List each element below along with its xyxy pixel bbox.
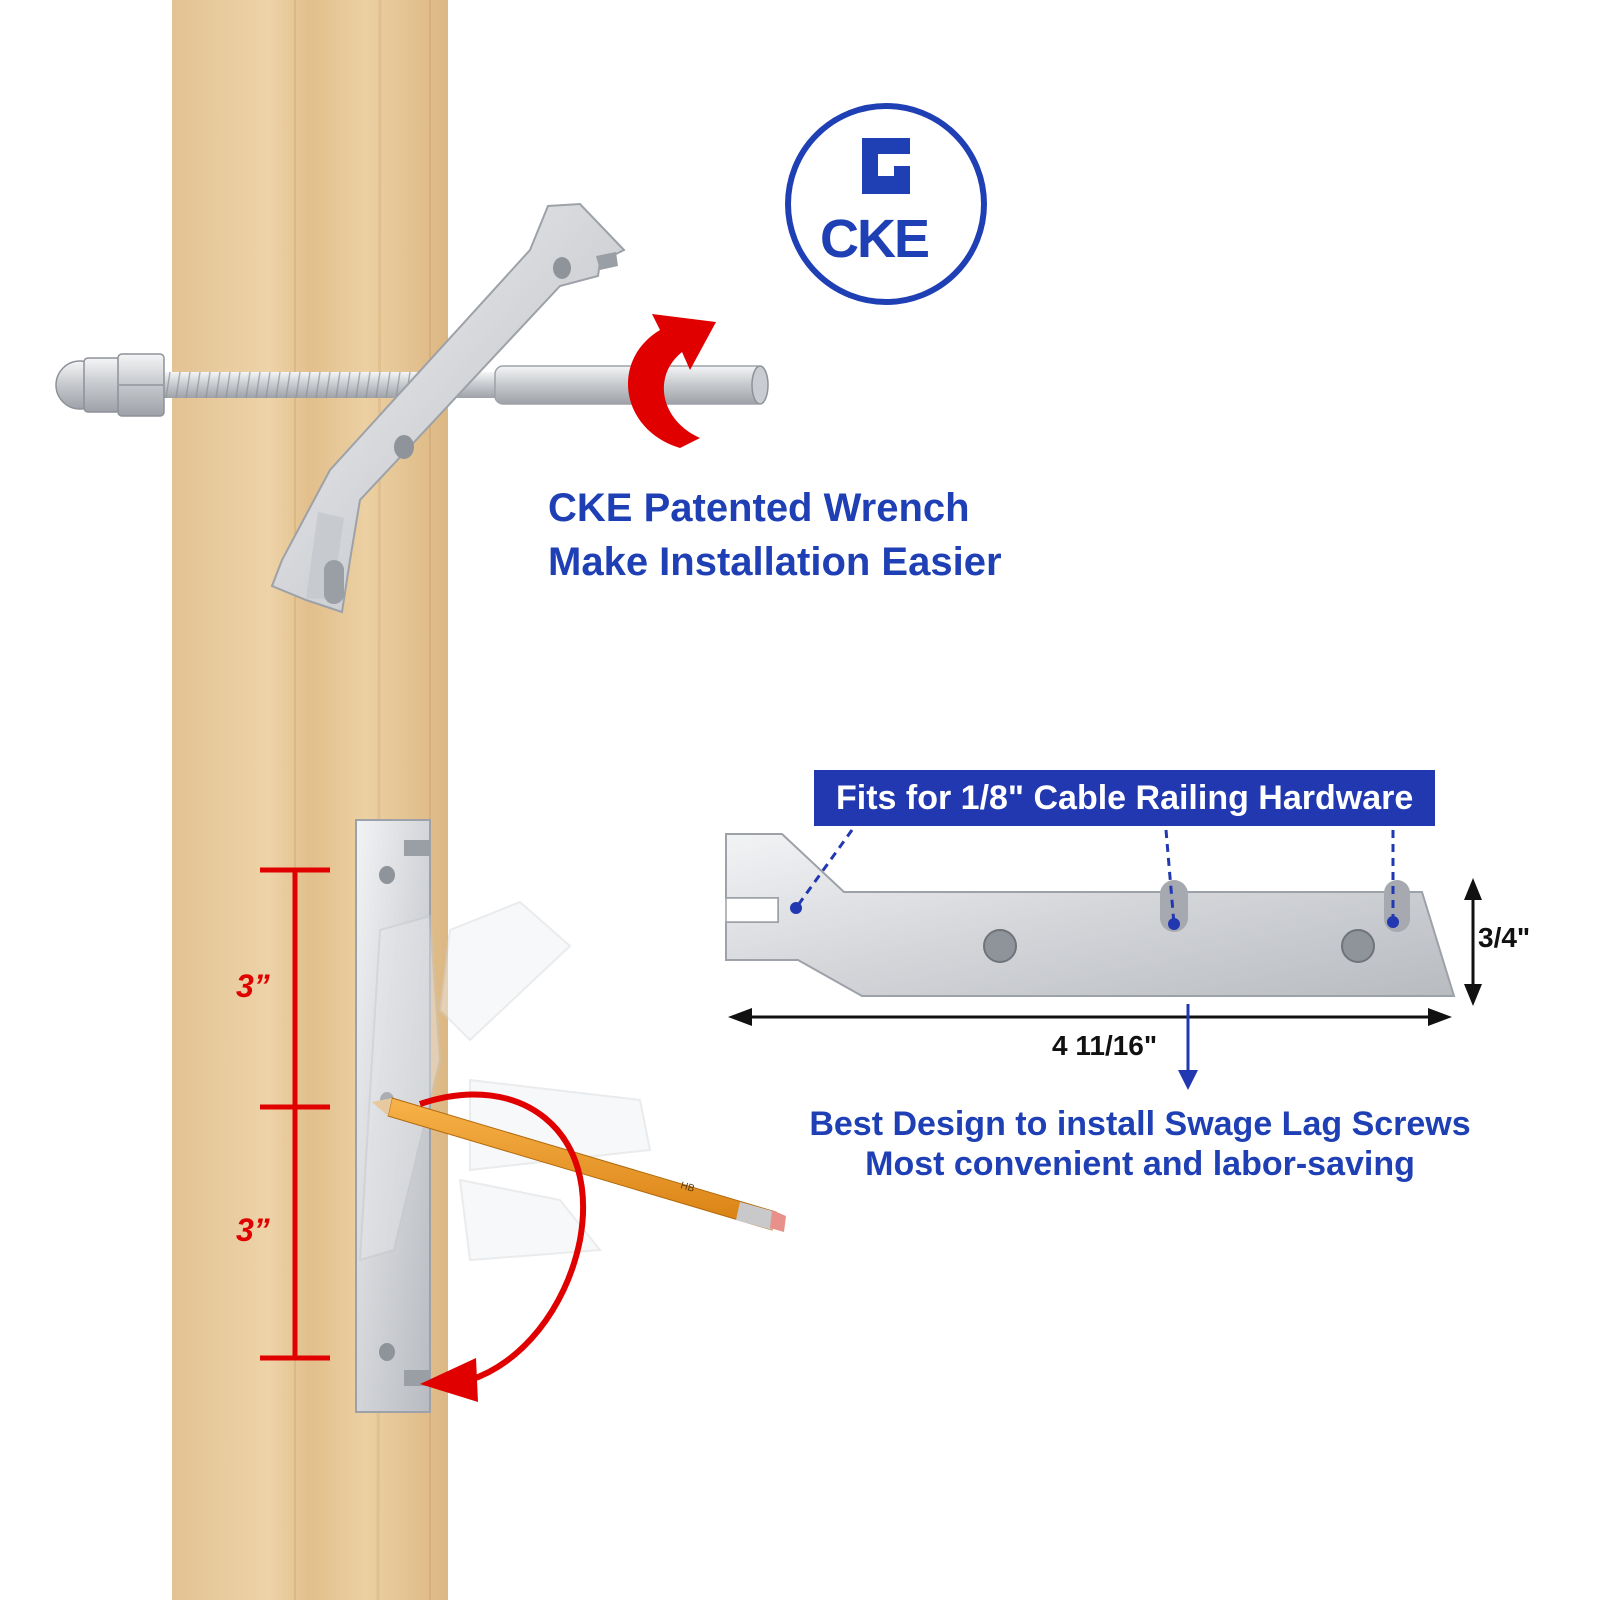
compatibility-badge: Fits for 1/8" Cable Railing Hardware bbox=[814, 770, 1436, 826]
rotation-arrow-icon bbox=[627, 314, 716, 448]
spacing-marker bbox=[260, 867, 330, 1361]
headline-line-2: Make Installation Easier bbox=[548, 540, 1002, 584]
height-dimension-label: 3/4" bbox=[1478, 922, 1531, 953]
brand-logo bbox=[785, 103, 987, 305]
spacing-label-lower: 3” bbox=[236, 1212, 270, 1248]
spacing-label-upper: 3” bbox=[236, 968, 270, 1004]
pencil: HB bbox=[372, 1097, 786, 1232]
wrench-side-view bbox=[725, 833, 1456, 997]
hole-marker bbox=[790, 902, 802, 914]
hole-marker bbox=[1168, 918, 1180, 930]
wood-post bbox=[172, 0, 448, 1600]
pencil-marking: HB bbox=[679, 1180, 696, 1194]
headline-line-1: CKE Patented Wrench bbox=[548, 486, 970, 530]
tagline-line-1: Best Design to install Swage Lag Screws bbox=[809, 1105, 1471, 1143]
wrench-top bbox=[270, 202, 626, 614]
tagline-line-2: Most convenient and labor-saving bbox=[865, 1145, 1415, 1183]
badge-leader-lines bbox=[794, 829, 1395, 925]
dimension-arrow-icon bbox=[728, 878, 1482, 1090]
logo-wordmark: CKE bbox=[820, 209, 930, 269]
hole-marker bbox=[1387, 916, 1399, 928]
length-dimension-label: 4 11/16" bbox=[1052, 1030, 1158, 1061]
swing-arrow-icon bbox=[419, 1091, 587, 1402]
